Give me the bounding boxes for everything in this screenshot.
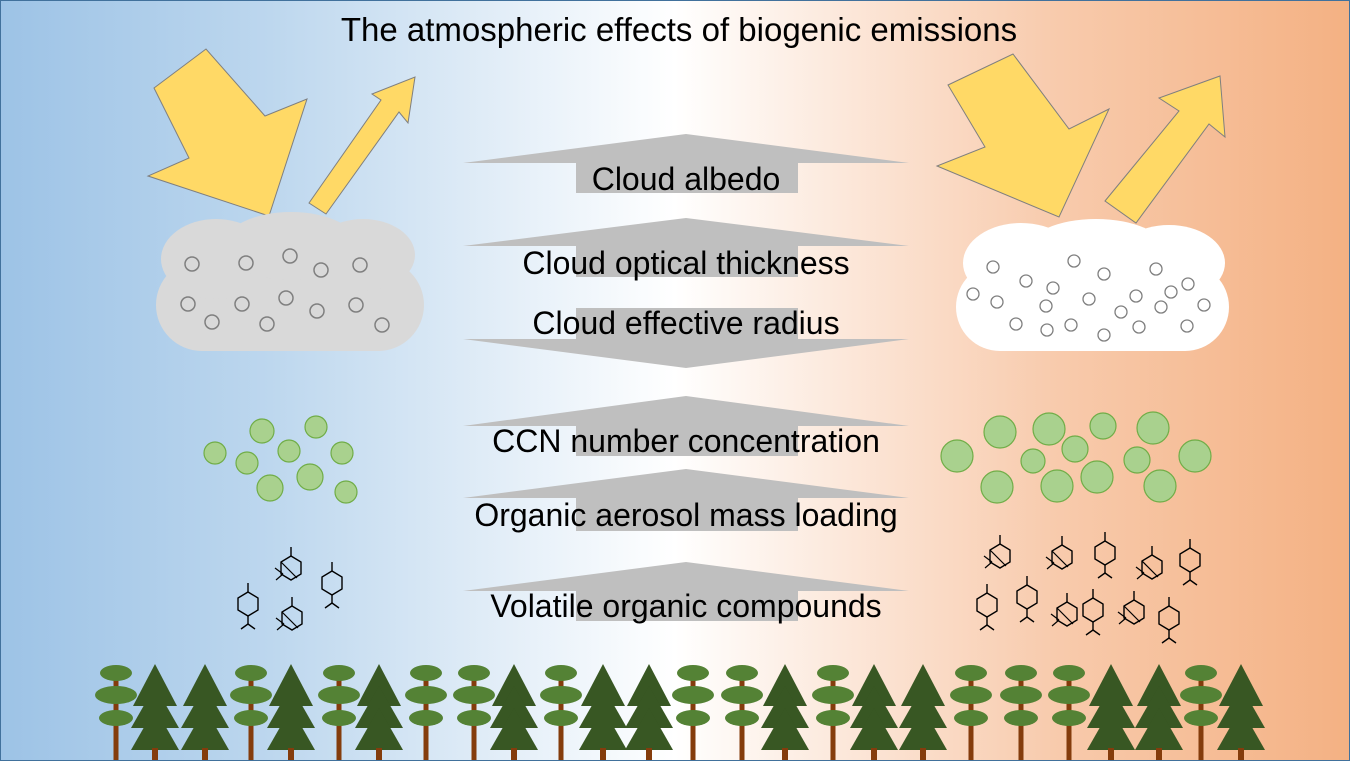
arrow-up-ccn-number-concentration bbox=[463, 396, 909, 456]
broadleaf-tree-icon bbox=[721, 665, 763, 760]
pine-tree-icon bbox=[1087, 664, 1135, 760]
left-reflected-sunlight-arrow bbox=[308, 76, 416, 215]
right-reflected-sunlight-arrow bbox=[1104, 75, 1226, 224]
right-cloud-icon bbox=[956, 219, 1229, 351]
label-ccn-number-concentration: CCN number concentration bbox=[492, 423, 880, 459]
left-voc-molecules bbox=[237, 546, 343, 631]
label-cloud-optical-thickness: Cloud optical thickness bbox=[522, 245, 850, 281]
broadleaf-tree-icon bbox=[672, 665, 714, 760]
broadleaf-tree-icon bbox=[812, 665, 854, 760]
pine-tree-icon bbox=[579, 664, 627, 760]
pine-tree-icon bbox=[1217, 664, 1265, 760]
forest bbox=[95, 664, 1265, 760]
pine-tree-icon bbox=[181, 664, 229, 760]
left-ccn-particles bbox=[203, 415, 358, 504]
broadleaf-tree-icon bbox=[1048, 665, 1090, 760]
arrow-up-cloud-albedo bbox=[463, 134, 909, 193]
pine-tree-icon bbox=[761, 664, 809, 760]
broadleaf-tree-icon bbox=[1180, 665, 1222, 760]
broadleaf-tree-icon bbox=[230, 665, 272, 760]
pine-tree-icon bbox=[355, 664, 403, 760]
pine-tree-icon bbox=[267, 664, 315, 760]
pine-tree-icon bbox=[899, 664, 947, 760]
right-cloud-droplets bbox=[966, 254, 1211, 342]
broadleaf-tree-icon bbox=[950, 665, 992, 760]
right-incoming-sunlight-arrow bbox=[935, 53, 1111, 218]
left-incoming-sunlight-arrow bbox=[146, 48, 308, 217]
arrow-up-cloud-optical-thickness bbox=[463, 218, 909, 277]
broadleaf-tree-icon bbox=[405, 665, 447, 760]
arrow-down-cloud-effective-radius bbox=[463, 308, 909, 368]
label-cloud-albedo: Cloud albedo bbox=[591, 161, 781, 197]
indicator-arrows bbox=[463, 134, 909, 621]
left-cloud-droplets bbox=[180, 248, 390, 333]
right-ccn-particles bbox=[940, 411, 1212, 504]
label-volatile-organic-compounds: Volatile organic compounds bbox=[490, 588, 882, 624]
pine-tree-icon bbox=[850, 664, 898, 760]
broadleaf-tree-icon bbox=[1000, 665, 1042, 760]
pine-tree-icon bbox=[131, 664, 179, 760]
broadleaf-tree-icon bbox=[453, 665, 495, 760]
arrow-up-organic-aerosol-mass-loading bbox=[463, 469, 909, 531]
arrow-up-volatile-organic-compounds bbox=[463, 562, 909, 621]
left-cloud-icon bbox=[156, 212, 424, 351]
diagram-title: The atmospheric effects of biogenic emis… bbox=[340, 11, 1018, 48]
broadleaf-tree-icon bbox=[540, 665, 582, 760]
pine-tree-icon bbox=[490, 664, 538, 760]
broadleaf-tree-icon bbox=[318, 665, 360, 760]
label-cloud-effective-radius: Cloud effective radius bbox=[532, 305, 840, 341]
label-organic-aerosol-mass-loading: Organic aerosol mass loading bbox=[474, 497, 898, 533]
pine-tree-icon bbox=[625, 664, 673, 760]
pine-tree-icon bbox=[1135, 664, 1183, 760]
broadleaf-tree-icon bbox=[95, 665, 137, 760]
